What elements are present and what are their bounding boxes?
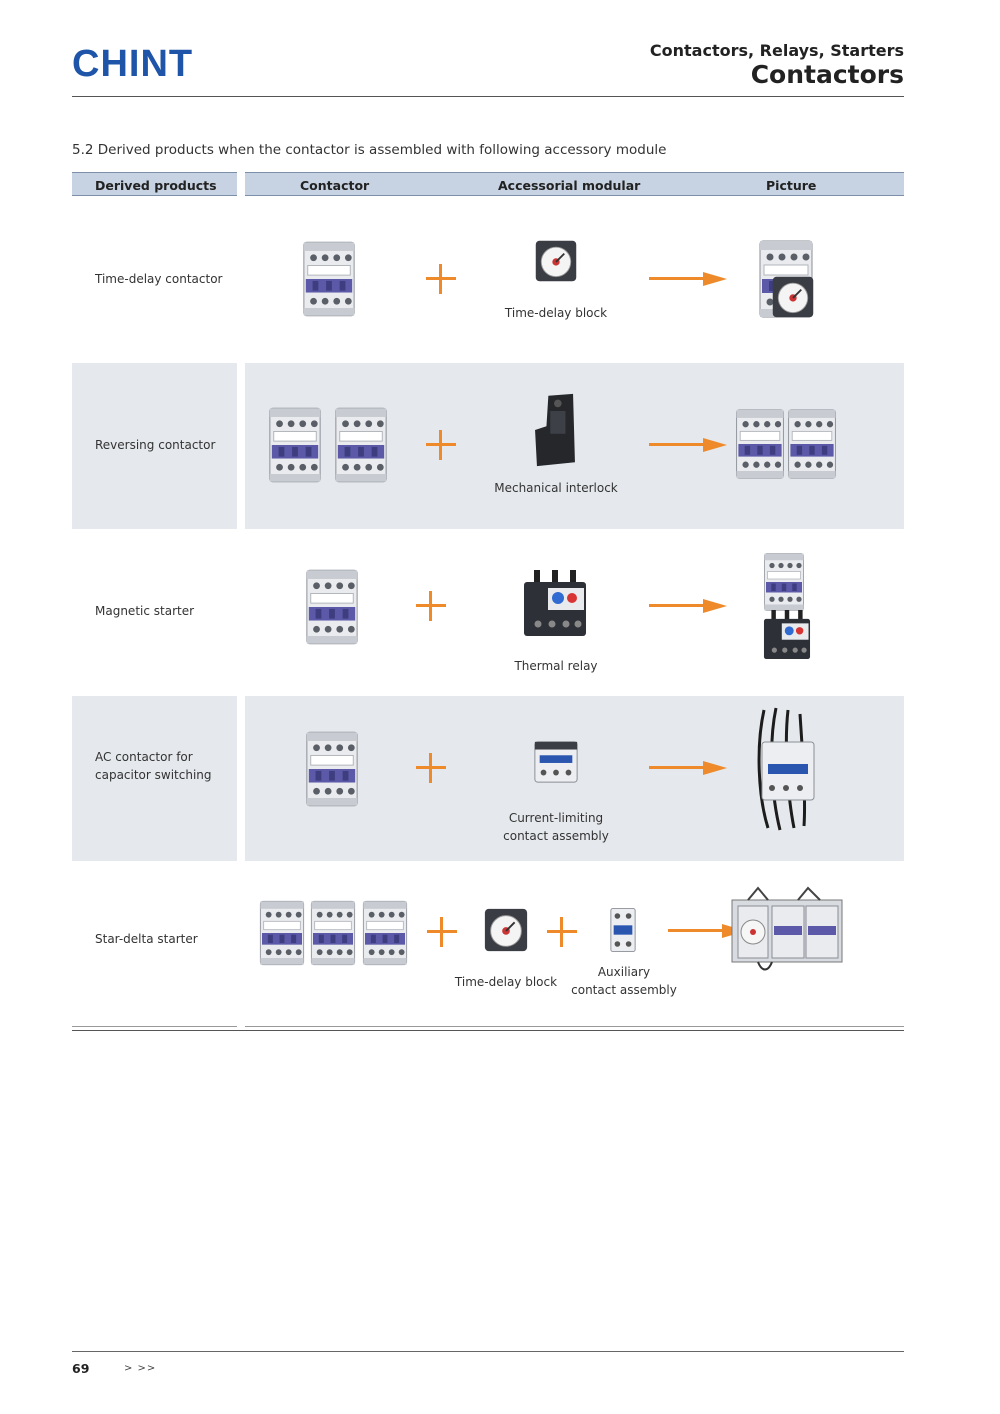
contactor-image <box>360 898 410 968</box>
plus-icon <box>547 917 577 947</box>
contactor-image <box>257 898 307 968</box>
plus-icon <box>416 753 446 783</box>
row-label: Star-delta starter <box>95 932 198 946</box>
arrow-right-icon <box>649 761 727 775</box>
result-picture <box>757 707 815 831</box>
contactor-image <box>303 728 361 810</box>
table-bottom-rule-right <box>245 1026 904 1027</box>
contactor-image <box>332 404 390 486</box>
contactor-image <box>266 404 324 486</box>
plus-icon <box>416 591 446 621</box>
column-header-accessory: Accessorial modular <box>498 178 641 193</box>
result-picture <box>733 404 787 484</box>
accessory-caption: Thermal relay <box>514 659 598 673</box>
column-header-contactor: Contactor <box>300 178 370 193</box>
plus-icon <box>426 430 456 460</box>
accessory-caption-line1: Current-limiting <box>508 811 604 825</box>
row-label: Time-delay contactor <box>95 272 223 286</box>
accessory-caption: Time-delay block <box>454 975 558 989</box>
plus-icon <box>426 264 456 294</box>
contactor-image <box>308 898 358 968</box>
accessory-caption-line1: Auxiliary <box>597 965 651 979</box>
arrow-right-icon <box>649 599 727 613</box>
row-label: Reversing contactor <box>95 438 216 452</box>
result-picture-timer <box>770 274 816 320</box>
row-label: Magnetic starter <box>95 604 195 618</box>
page-title: Contactors <box>750 60 904 89</box>
accessory-caption-line2: contact assembly <box>503 829 609 843</box>
result-picture <box>785 404 839 484</box>
page-navigation[interactable]: > >> <box>124 1363 157 1374</box>
result-picture <box>731 886 843 971</box>
column-header-derived: Derived products <box>95 178 217 193</box>
table-header-right <box>245 172 904 196</box>
row-shade-left <box>72 696 237 861</box>
thermal-relay-image <box>520 570 590 640</box>
page-number: 69 <box>72 1361 90 1376</box>
time-delay-block-image <box>533 238 579 284</box>
footer-divider <box>72 1351 904 1352</box>
arrow-right-icon <box>649 438 727 452</box>
time-delay-block-image <box>482 906 530 954</box>
arrow-right-icon <box>649 272 727 286</box>
table-header-left <box>72 172 237 196</box>
contactor-image <box>300 238 358 320</box>
accessory-caption: Mechanical interlock <box>494 481 618 495</box>
table-bottom-rule-left <box>72 1026 237 1027</box>
accessory-caption-line2: contact assembly <box>571 983 677 997</box>
brand-logo: CHINT <box>72 43 194 85</box>
column-header-picture: Picture <box>766 178 817 193</box>
auxiliary-contact-assembly-image <box>609 906 637 954</box>
result-picture-relay <box>760 610 814 662</box>
section-title: 5.2 Derived products when the contactor … <box>72 142 667 158</box>
plus-icon <box>427 917 457 947</box>
header-divider <box>72 96 904 97</box>
result-picture <box>757 552 811 612</box>
current-limiting-assembly-image <box>532 738 580 786</box>
accessory-caption: Time-delay block <box>504 306 608 320</box>
table-bottom-rule <box>72 1030 904 1031</box>
header-category: Contactors, Relays, Starters <box>649 41 904 60</box>
row-label-line2: capacitor switching <box>95 768 212 782</box>
contactor-image <box>303 566 361 648</box>
row-label-line1: AC contactor for <box>95 750 193 764</box>
mechanical-interlock-image <box>530 392 580 468</box>
row-shade-left <box>72 363 237 529</box>
